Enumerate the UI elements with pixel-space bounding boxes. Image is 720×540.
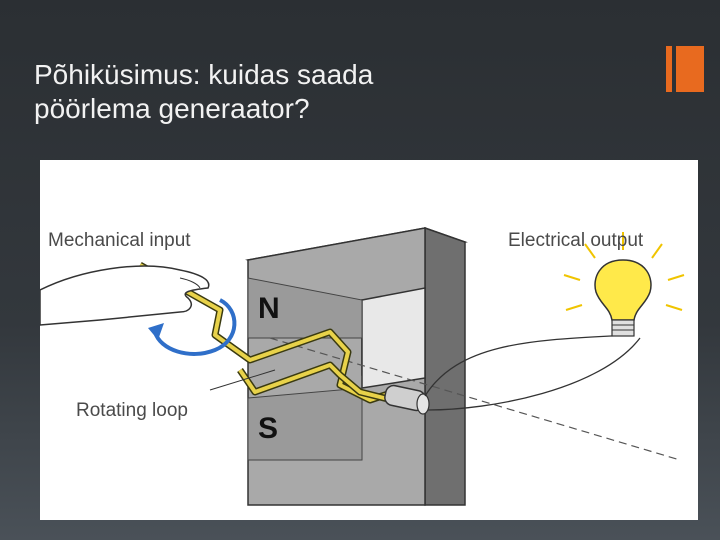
north-pole-label: N [258,292,280,325]
magnet [245,226,468,506]
rotating-loop-label: Rotating loop [76,400,188,421]
accent-bar-icon [666,46,704,92]
output-wires [424,334,641,411]
mechanical-input-label: Mechanical input [48,230,191,251]
rotation-axis [269,337,681,461]
south-pole-label: S [258,412,279,445]
rotation-arrow-icon [148,298,237,356]
title-line-1: Põhiküsimus: kuidas saada [34,59,374,90]
electrical-output-label: Electrical output [508,230,644,251]
generator-diagram: Mechanical input Electrical output Rotat… [40,160,698,520]
slide-title: Põhiküsimus: kuidas saada pöörlema gener… [34,58,634,126]
diagram-drawing [40,226,685,506]
slip-rings [384,384,430,415]
title-line-2: pöörlema generaator? [34,93,310,124]
hand-icon [40,265,210,326]
light-bulb-icon [563,232,685,337]
leader-line [209,369,276,391]
wire-loop [138,261,402,406]
